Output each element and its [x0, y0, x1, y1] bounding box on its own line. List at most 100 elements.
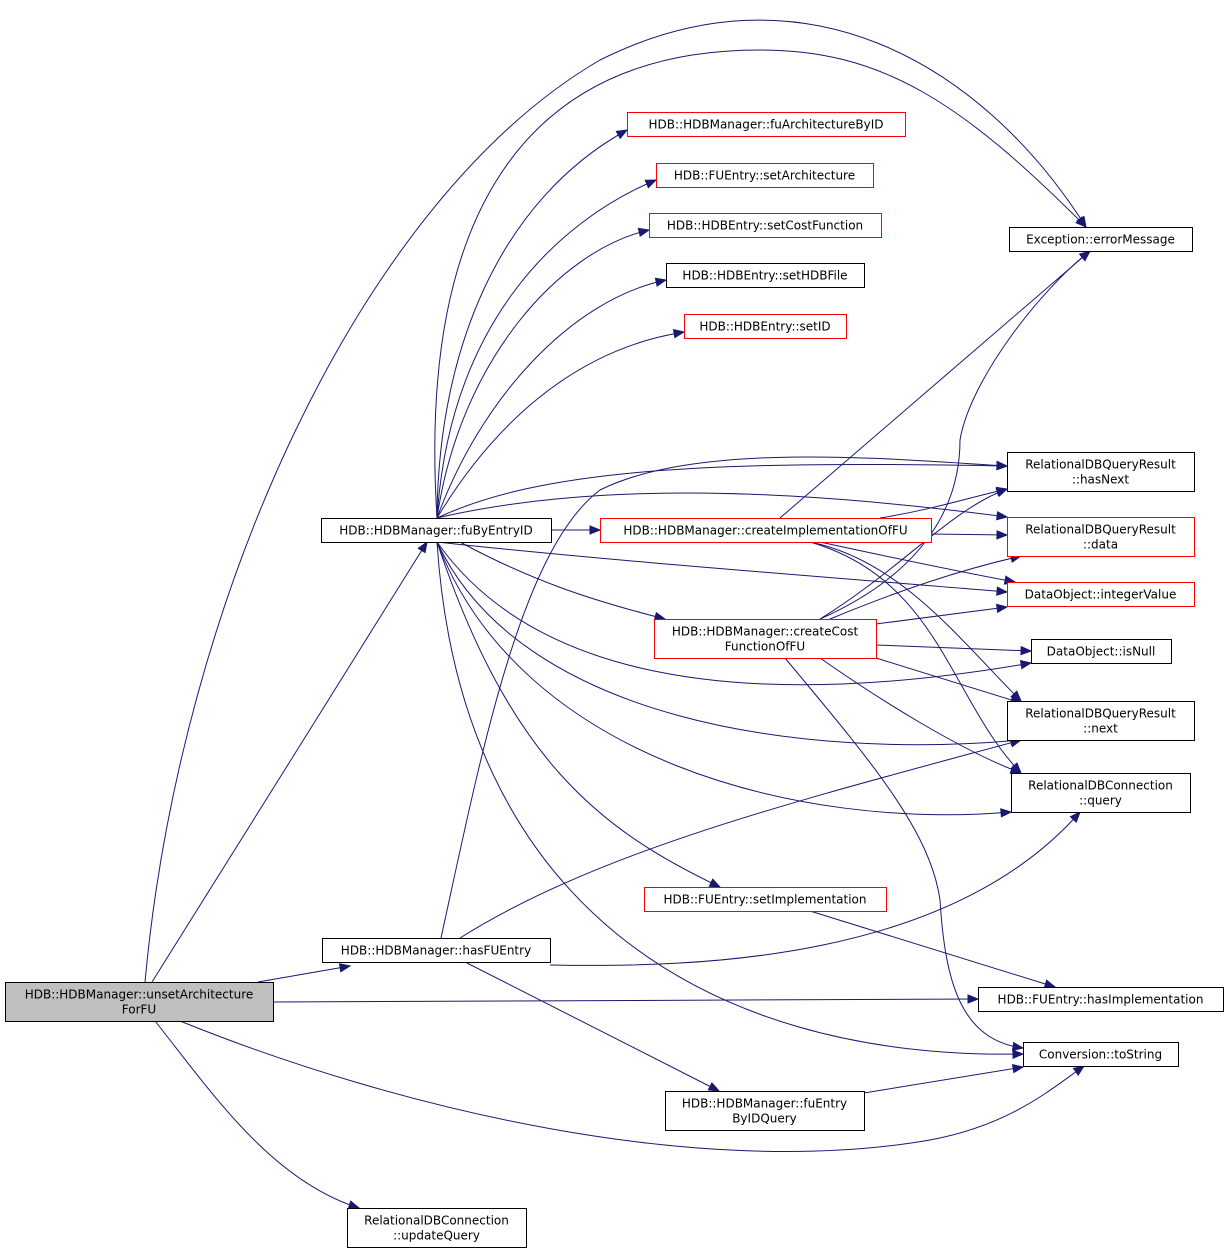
arrowhead-setImplementation-to-hasImplementation	[1043, 979, 1057, 989]
edge-fuByEntryID-to-setArchitecture	[436, 179, 657, 519]
node-box	[684, 314, 847, 339]
node-box	[656, 163, 874, 188]
node-setCostFunction[interactable]: HDB::HDBEntry::setCostFunction	[649, 213, 882, 238]
node-fuByEntryID[interactable]: HDB::HDBManager::fuByEntryID	[321, 518, 552, 543]
node-box	[665, 1091, 865, 1131]
node-label-line: HDB::FUEntry::hasImplementation	[998, 993, 1204, 1007]
edge-unsetArchitectureForFU-to-updateQuery	[154, 1020, 360, 1209]
node-box	[1007, 582, 1195, 607]
node-fuArchitectureByID[interactable]: HDB::HDBManager::fuArchitectureByID	[627, 112, 906, 137]
edge-fuByEntryID-to-setCostFunction	[436, 229, 650, 519]
node-data[interactable]: RelationalDBQueryResult::data	[1007, 517, 1195, 557]
node-errorMessage[interactable]: Exception::errorMessage	[1009, 227, 1193, 252]
arrowhead-fuByEntryID-to-setImplementation	[708, 878, 722, 888]
arrowhead-fuByEntryID-to-toString	[1012, 1049, 1025, 1059]
edge-fuByEntryID-to-setImplementation	[436, 541, 721, 888]
edge-fuByEntryID-to-createCostFunctionOfFU	[459, 541, 666, 620]
node-label-line: HDB::HDBManager::createCost	[672, 625, 859, 639]
edge-unsetArchitectureForFU-to-hasFUEntry	[257, 965, 351, 983]
node-setImplementation[interactable]: HDB::FUEntry::setImplementation	[644, 887, 887, 912]
node-hasImplementation[interactable]: HDB::FUEntry::hasImplementation	[978, 987, 1224, 1012]
edge-createCostFunctionOfFU-to-data	[829, 555, 1022, 620]
node-box	[627, 112, 906, 137]
node-isNull[interactable]: DataObject::isNull	[1031, 639, 1172, 664]
node-toString[interactable]: Conversion::toString	[1023, 1042, 1179, 1067]
edge-fuByEntryID-to-errorMessage	[434, 49, 1087, 519]
node-setID[interactable]: HDB::HDBEntry::setID	[684, 314, 847, 339]
node-box	[322, 938, 551, 963]
edge-fuByEntryID-to-setID	[436, 331, 685, 519]
arrowhead-fuByEntryID-to-createImplementationOfFU	[589, 525, 602, 535]
arrowhead-fuByEntryID-to-setArchitecture	[644, 179, 658, 189]
arrowhead-createCostFunctionOfFU-to-isNull	[1020, 645, 1033, 656]
node-createImplementationOfFU[interactable]: HDB::HDBManager::createImplementationOfF…	[600, 518, 932, 543]
node-label-line: DataObject::integerValue	[1025, 588, 1177, 602]
edge-fuByEntryID-to-isNull	[436, 541, 1032, 686]
arrowhead-fuByEntryID-to-query	[1000, 808, 1013, 818]
arrowhead-hasFUEntry-to-fuEntryByIDQuery	[707, 1082, 721, 1092]
node-label-line: ::query	[1079, 794, 1122, 808]
node-label-line: Exception::errorMessage	[1026, 233, 1175, 247]
edge-hasFUEntry-to-fuEntryByIDQuery	[464, 961, 720, 1092]
node-label-line: RelationalDBConnection	[364, 1214, 509, 1228]
edge-fuByEntryID-to-data	[436, 492, 1008, 519]
node-label-line: RelationalDBQueryResult	[1025, 458, 1176, 472]
node-box	[978, 987, 1224, 1012]
edge-hasFUEntry-to-hasNext	[440, 456, 1008, 939]
node-box	[1007, 517, 1195, 557]
arrowhead-hasFUEntry-to-query	[1069, 810, 1081, 823]
node-label-line: HDB::HDBManager::fuEntry	[682, 1097, 847, 1111]
node-box	[600, 518, 932, 543]
node-label-line: RelationalDBQueryResult	[1025, 523, 1176, 537]
edge-unsetArchitectureForFU-to-toString	[179, 1020, 1085, 1152]
edge-setImplementation-to-hasImplementation	[809, 910, 1056, 988]
edge-unsetArchitectureForFU-to-hasImplementation	[272, 998, 979, 1003]
arrowhead-fuByEntryID-to-setCostFunction	[637, 227, 651, 238]
node-setHDBFile[interactable]: HDB::HDBEntry::setHDBFile	[666, 263, 865, 288]
arrowhead-fuByEntryID-to-integerValue	[996, 586, 1009, 596]
arrowhead-unsetArchitectureForFU-to-hasFUEntry	[338, 963, 352, 973]
edge-createCostFunctionOfFU-to-next	[875, 657, 1022, 704]
arrowhead-fuByEntryID-to-data	[996, 511, 1009, 521]
node-label-line: Conversion::toString	[1039, 1048, 1162, 1062]
edge-fuByEntryID-to-toString	[436, 541, 1024, 1055]
node-label-line: HDB::HDBManager::fuByEntryID	[339, 524, 532, 538]
node-hasNext[interactable]: RelationalDBQueryResult::hasNext	[1007, 452, 1195, 492]
node-query[interactable]: RelationalDBConnection::query	[1011, 773, 1191, 813]
node-integerValue[interactable]: DataObject::integerValue	[1007, 582, 1195, 607]
arrowhead-createCostFunctionOfFU-to-hasNext	[995, 488, 1009, 498]
edge-fuByEntryID-to-next	[436, 541, 1022, 746]
node-box	[1031, 639, 1172, 664]
edge-createCostFunctionOfFU-to-integerValue	[875, 606, 1008, 625]
arrowhead-createImplementationOfFU-to-data	[996, 530, 1009, 540]
node-label-line: HDB::HDBEntry::setCostFunction	[667, 219, 863, 233]
node-label-line: HDB::HDBManager::createImplementationOfF…	[623, 524, 907, 538]
edge-createImplementationOfFU-to-next	[809, 541, 1022, 702]
node-setArchitecture[interactable]: HDB::FUEntry::setArchitecture	[656, 163, 874, 188]
edge-createCostFunctionOfFU-to-query	[819, 657, 1022, 774]
node-label-line: ::updateQuery	[393, 1229, 480, 1243]
node-label-line: ByIDQuery	[732, 1112, 797, 1126]
node-label-line: FunctionOfFU	[725, 640, 805, 654]
edge-fuByEntryID-to-setHDBFile	[436, 279, 667, 519]
node-box	[1007, 452, 1195, 492]
node-updateQuery[interactable]: RelationalDBConnection::updateQuery	[347, 1208, 527, 1248]
edge-createImplementationOfFU-to-hasNext	[879, 488, 1008, 519]
arrowhead-hasFUEntry-to-hasNext	[996, 460, 1009, 471]
edge-createImplementationOfFU-to-errorMessage	[779, 250, 1091, 519]
arrowhead-createCostFunctionOfFU-to-integerValue	[996, 603, 1009, 614]
node-next[interactable]: RelationalDBQueryResult::next	[1007, 701, 1195, 741]
node-hasFUEntry[interactable]: HDB::HDBManager::hasFUEntry	[322, 938, 551, 963]
arrowhead-fuByEntryID-to-fuArchitectureByID	[615, 129, 629, 140]
node-box	[654, 619, 877, 659]
node-label-line: HDB::HDBManager::hasFUEntry	[341, 944, 531, 958]
edge-createImplementationOfFU-to-data	[930, 533, 1008, 536]
node-label-line: DataObject::isNull	[1047, 645, 1156, 659]
edge-unsetArchitectureForFU-to-fuByEntryID	[151, 541, 428, 983]
arrowhead-unsetArchitectureForFU-to-toString	[1072, 1065, 1086, 1076]
edge-fuByEntryID-to-query	[436, 541, 1012, 816]
